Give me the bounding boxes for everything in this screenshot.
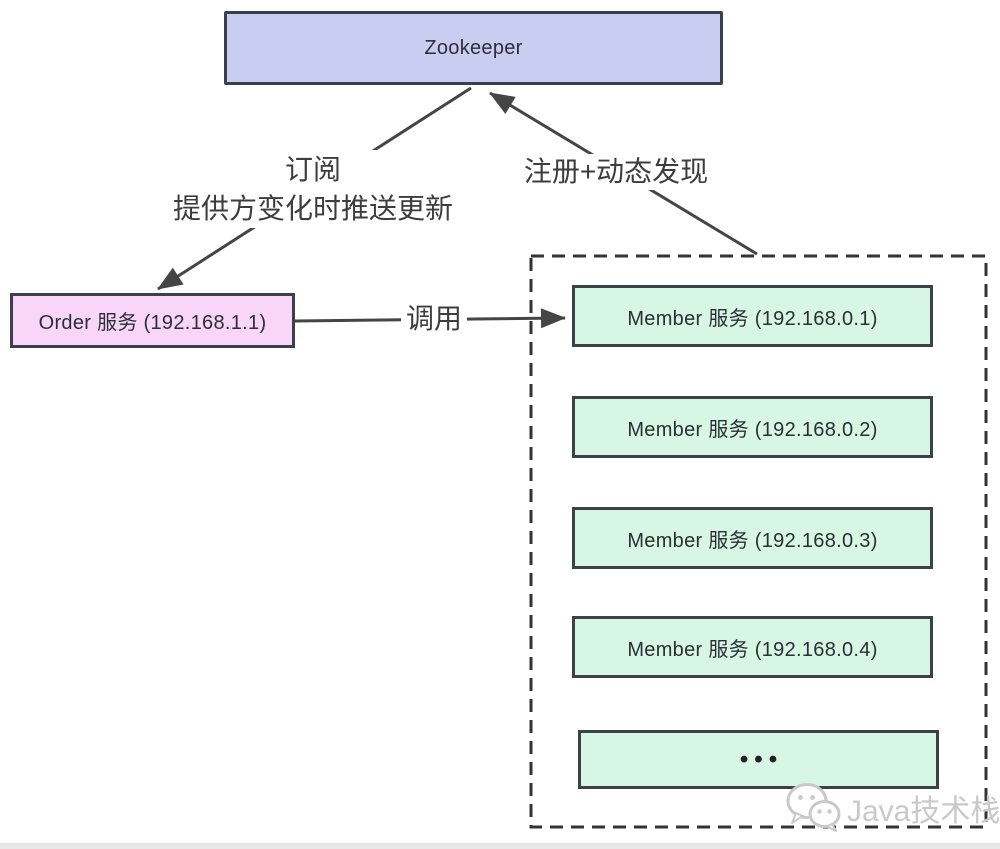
subscribe-label-line1: 订阅 <box>284 154 341 185</box>
member-cluster-dashed-border <box>529 254 988 829</box>
member-ellipsis-node: ••• <box>578 730 939 789</box>
page-bottom-edge <box>0 843 1000 849</box>
member-service-node-4: Member 服务 (192.168.0.4) <box>572 616 933 678</box>
register-edge-label: 注册+动态发现 <box>510 154 722 190</box>
member-service-node-3: Member 服务 (192.168.0.3) <box>572 507 933 569</box>
watermark-text: Java技术栈 <box>847 795 1000 828</box>
member-service-node-1: Member 服务 (192.168.0.1) <box>572 285 933 347</box>
subscribe-label-line2: 提供方变化时推送更新 <box>172 193 453 224</box>
zookeeper-node: Zookeeper <box>224 11 723 85</box>
wechat-icon <box>786 783 841 832</box>
watermark: Java技术栈 <box>786 781 1000 835</box>
member-service-node-2: Member 服务 (192.168.0.2) <box>572 396 933 458</box>
subscribe-edge-label: 订阅 提供方变化时推送更新 <box>158 150 468 228</box>
invoke-edge-label: 调用 <box>401 299 467 339</box>
order-service-node: Order 服务 (192.168.1.1) <box>10 293 295 348</box>
